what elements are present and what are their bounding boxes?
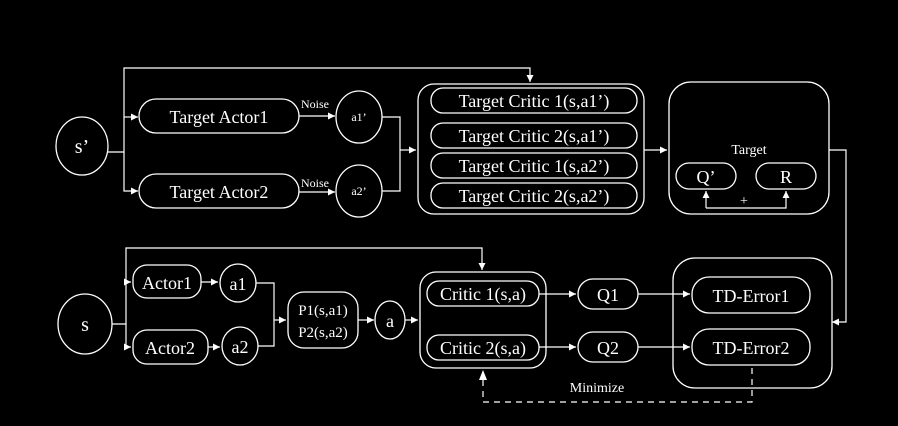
action-a1-label: a1: [230, 274, 247, 294]
action-a2-node: a2: [221, 326, 259, 366]
target-to-td-arrow: [829, 149, 847, 326]
s-prime-branches: [108, 67, 534, 195]
target-actor1-label: Target Actor1: [170, 107, 269, 127]
s-prime-node: s’: [55, 116, 109, 176]
action-a-node: a: [374, 300, 406, 340]
target-action-a2-node: a2’: [335, 164, 383, 218]
target-action-a1-node: a1’: [335, 90, 383, 144]
td-error2-label: TD-Error2: [713, 338, 790, 358]
td-error1-label: TD-Error1: [713, 286, 790, 306]
noise-label-1: Noise: [301, 97, 329, 111]
action-merge: [256, 282, 286, 347]
target-actor1-node: Target Actor1: [138, 98, 300, 134]
action-a1-node: a1: [219, 263, 257, 303]
target-action-a2-label: a2’: [351, 184, 366, 198]
noise-arrow-2: Noise: [299, 176, 335, 196]
actor1-node: Actor1: [132, 264, 202, 299]
selector-line1: P1(s,a1): [298, 303, 348, 319]
q2-node: Q2: [577, 331, 639, 363]
q1-label: Q1: [597, 285, 619, 305]
actor2-node: Actor2: [132, 329, 209, 365]
target-plus: +: [740, 194, 748, 209]
target-box: Target Q’ R +: [668, 81, 830, 215]
noise-label-2: Noise: [301, 176, 329, 190]
target-action-merge: [382, 116, 416, 192]
minimize-feedback: Minimize: [479, 368, 753, 403]
q1-node: Q1: [577, 278, 639, 310]
s-prime-label: s’: [75, 136, 89, 158]
selector-node: P1(s,a1) P2(s,a2): [287, 291, 359, 349]
target-actor2-node: Target Actor2: [138, 173, 300, 209]
target-critic-2: Target Critic 2(s,a1’): [459, 126, 610, 147]
target-actor2-label: Target Actor2: [170, 182, 269, 202]
critic2-label: Critic 2(s,a): [440, 338, 526, 359]
target-critics-group: Target Critic 1(s,a1’) Target Critic 2(s…: [417, 83, 645, 215]
target-critic-3: Target Critic 1(s,a2’): [459, 156, 610, 177]
target-title: Target: [731, 143, 766, 158]
action-a-label: a: [386, 311, 394, 331]
actor2-label: Actor2: [145, 338, 195, 358]
target-critic-4: Target Critic 2(s,a2’): [459, 186, 610, 207]
q2-label: Q2: [597, 338, 619, 358]
noise-arrow-1: Noise: [299, 97, 335, 120]
action-a2-label: a2: [232, 337, 249, 357]
selector-line2: P2(s,a2): [298, 325, 348, 341]
target-r-label: R: [780, 167, 792, 187]
td-error-box: TD-Error1 TD-Error2: [672, 257, 833, 389]
actor1-label: Actor1: [142, 273, 192, 293]
critics-group: Critic 1(s,a) Critic 2(s,a): [419, 271, 547, 369]
target-q-label: Q’: [697, 167, 716, 187]
s-node: s: [57, 293, 113, 355]
s-branches: [112, 247, 486, 351]
minimize-label: Minimize: [570, 381, 624, 396]
s-label: s: [81, 314, 89, 336]
target-action-a1-label: a1’: [351, 110, 366, 124]
target-critic-1: Target Critic 1(s,a1’): [459, 91, 610, 112]
critic1-label: Critic 1(s,a): [440, 284, 526, 305]
